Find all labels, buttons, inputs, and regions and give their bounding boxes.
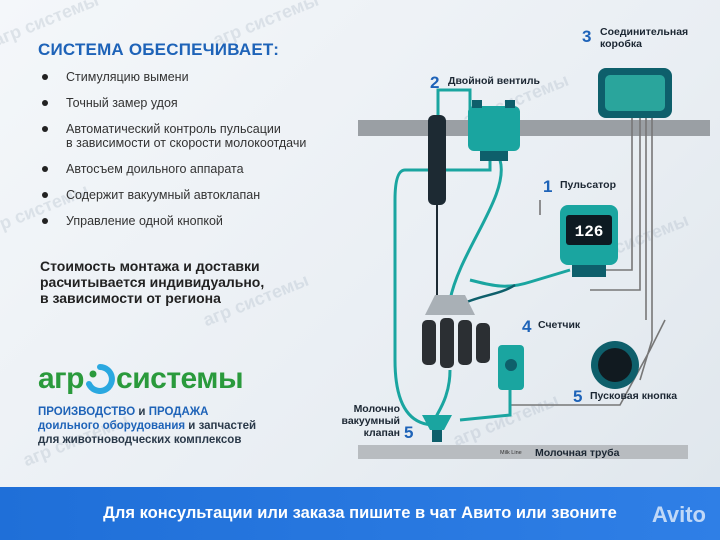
component-number: 5 bbox=[404, 423, 413, 442]
vacuum-valve-label: клапан bbox=[364, 427, 400, 439]
meter-label: Счетчик bbox=[538, 319, 581, 331]
connection-box bbox=[598, 68, 672, 118]
vacuum-valve bbox=[422, 415, 452, 442]
avito-watermark: Avito bbox=[651, 502, 706, 527]
component-number: 4 bbox=[522, 317, 532, 336]
component-number: 5 bbox=[573, 387, 582, 406]
filter-tube bbox=[428, 115, 446, 205]
contact-banner-text: Для консультации или заказа пишите в чат… bbox=[103, 504, 617, 522]
milk-line-label: Молочная труба bbox=[535, 447, 620, 459]
feature-item: Автосъем доильного аппарата bbox=[40, 162, 340, 176]
connection-box-label: коробка bbox=[600, 38, 642, 50]
overhead-bar bbox=[358, 120, 710, 136]
cost-note: Стоимость монтажа и доставки расчитывает… bbox=[40, 258, 265, 306]
contact-banner: Для консультации или заказа пишите в чат… bbox=[0, 487, 720, 540]
features-heading: СИСТЕМА ОБЕСПЕЧИВАЕТ: bbox=[38, 40, 280, 59]
feature-item: Точный замер удоя bbox=[40, 96, 340, 110]
pulsator-display-value: 126 bbox=[575, 223, 604, 241]
milking-system-diagram: 126 2 Двойной вентиль 3 Соединительная к… bbox=[342, 26, 710, 459]
start-button-label: Пусковая кнопка bbox=[590, 390, 677, 402]
feature-item: Стимуляцию вымени bbox=[40, 70, 340, 84]
double-valve-label: Двойной вентиль bbox=[448, 75, 541, 87]
component-number: 2 bbox=[430, 73, 439, 92]
pulsator-label: Пульсатор bbox=[560, 179, 616, 191]
feature-item: Содержит вакуумный автоклапан bbox=[40, 188, 340, 202]
bullet-icon bbox=[42, 192, 48, 198]
milk-line-pipe bbox=[358, 445, 688, 459]
bullet-icon bbox=[42, 100, 48, 106]
start-button bbox=[591, 341, 639, 389]
bullet-icon bbox=[42, 166, 48, 172]
brand-logo: агр системы bbox=[38, 362, 244, 395]
component-number: 3 bbox=[582, 27, 591, 46]
double-valve bbox=[468, 100, 520, 161]
bullet-icon bbox=[42, 126, 48, 132]
bullet-icon bbox=[42, 218, 48, 224]
feature-item: Управление одной кнопкой bbox=[40, 214, 340, 228]
component-number: 1 bbox=[543, 177, 552, 196]
brand-tagline: ПРОИЗВОДСТВО и ПРОДАЖА доильного оборудо… bbox=[38, 406, 257, 446]
logo-swirl-icon bbox=[86, 364, 115, 394]
vacuum-valve-label: Молочно bbox=[354, 403, 400, 415]
milk-meter bbox=[498, 345, 524, 390]
milk-line-small-label: Milk Line bbox=[500, 450, 522, 456]
bullet-icon bbox=[42, 74, 48, 80]
vacuum-valve-label: вакуумный bbox=[342, 415, 400, 427]
features-list: Стимуляцию вымени Точный замер удоя Авто… bbox=[40, 70, 340, 240]
pulsator: 126 bbox=[560, 205, 618, 277]
milking-claw bbox=[422, 295, 490, 368]
connection-box-label: Соединительная bbox=[600, 26, 688, 38]
